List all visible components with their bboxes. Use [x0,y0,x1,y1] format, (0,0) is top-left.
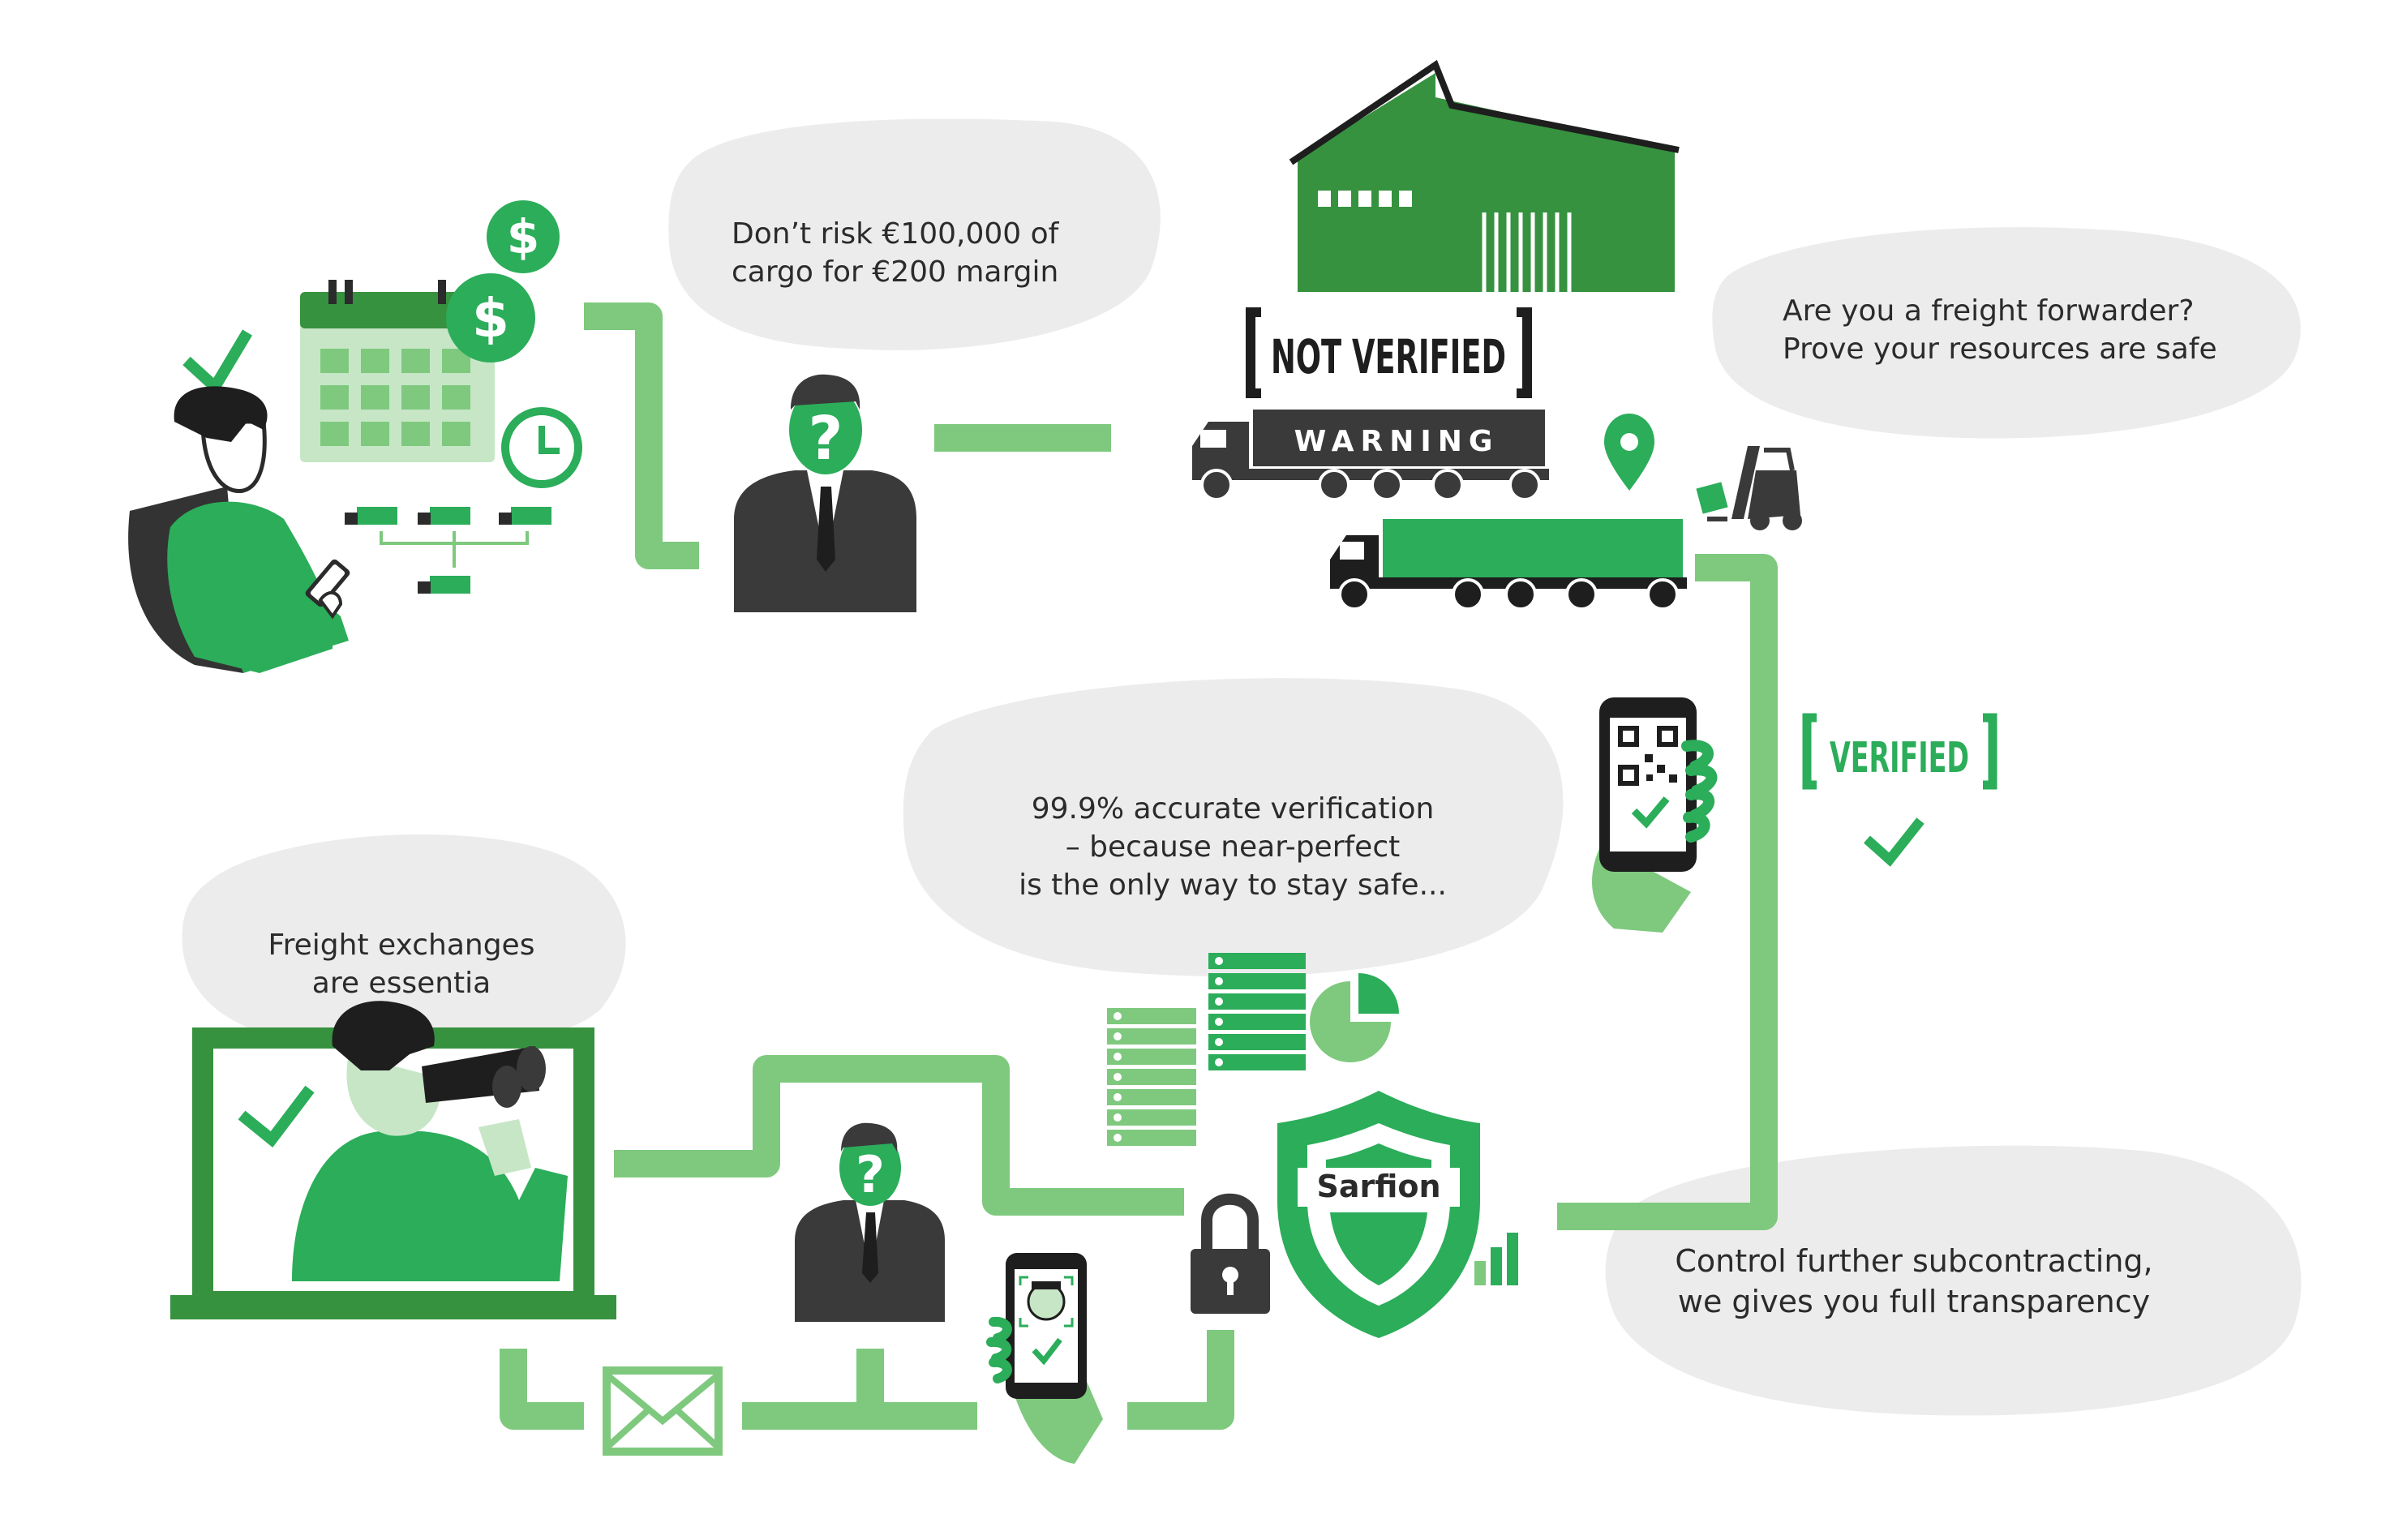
question-mark: ? [809,404,843,474]
not-verified-label: NOT VERIFIED [1271,329,1506,384]
connector-bottom-envelope [742,1349,977,1430]
bubble-risk-text: Don’t risk €100,000 of cargo for €200 ma… [732,215,1058,291]
bubble-line: Prove your resources are safe [1783,332,2217,366]
dollar-coin-icon: $ $ [446,200,560,362]
bubble-line: Freight exchanges [268,929,535,962]
qr-phone-icon [1592,697,1718,933]
unknown-person-figure: ? [734,374,916,612]
warehouse-icon [1289,59,1680,292]
binoculars-figure [292,1001,568,1281]
verified-label: VERIFIED [1830,734,1969,783]
bubble-line: is the only way to stay safe... [1019,869,1447,902]
bubble-accuracy-text: 99.9% accurate verification – because ne… [981,790,1484,904]
unknown-person-figure: ? [795,1122,945,1322]
bubble-line: cargo for €200 margin [732,255,1059,289]
bubble-line: are essentia [311,967,491,1000]
bubble-line: Don’t risk €100,000 of [732,217,1059,251]
dollar-label: $ [507,209,539,264]
connector-bottom-middle [614,1055,1184,1216]
connector-right-vertical [1557,554,1778,1230]
bubble-risk [668,118,1161,350]
server-rack-icon [1107,953,1306,1146]
bubble-exchanges-text: Freight exchanges are essentia [239,926,564,1002]
map-pin-icon [1604,414,1654,491]
bubble-accuracy [903,678,1564,977]
question-mark: ? [856,1145,885,1204]
sarfion-label: Sarfion [1316,1169,1440,1204]
check-icon [182,329,253,396]
connector-paths [500,302,1778,1430]
calendar-icon [300,280,495,462]
verified-stamp: VERIFIED [1802,713,1997,867]
bubble-line: Control further subcontracting, [1675,1243,2153,1279]
warning-label: WARNING [1294,425,1500,458]
truck-network [345,507,551,594]
bubble-backgrounds [182,118,2302,1416]
bubble-forwarder [1712,227,2301,439]
bubble-line: Are you a freight forwarder? [1783,294,2195,328]
binoculars-icon [422,1046,546,1108]
dispatcher-figure [128,329,350,673]
check-icon [1864,817,1925,867]
check-icon [238,1085,315,1147]
warning-truck-icon: WARNING [1192,410,1549,501]
bar-chart-icon [1474,1233,1518,1285]
forklift-icon [1696,446,1802,530]
clock-icon [501,407,582,488]
envelope-icon [603,1366,723,1456]
connector-bottom-left [500,1349,584,1430]
not-verified-stamp: NOT VERIFIED [1246,307,1532,398]
bubble-forwarder-text: Are you a freight forwarder? Prove your … [1783,292,2217,368]
truck-icon [1330,519,1687,611]
connector-top-left [584,302,699,569]
bubble-line: 99.9% accurate verification [1031,792,1435,826]
bubble-line: – because near-perfect [1065,830,1401,864]
bubble-control-text: Control further subcontracting, we gives… [1654,1241,2173,1322]
padlock-icon [1191,1193,1270,1314]
shield-icon: Sarfion [1277,1091,1480,1338]
connector-bottom-lock [1127,1330,1234,1430]
face-scan-phone-icon [986,1253,1103,1464]
pie-chart-icon [1310,973,1399,1062]
dollar-label: $ [472,287,509,350]
bubble-exchanges [182,834,626,1050]
bubble-line: we gives you full transparency [1677,1284,2151,1319]
bubble-control [1605,1145,2302,1416]
